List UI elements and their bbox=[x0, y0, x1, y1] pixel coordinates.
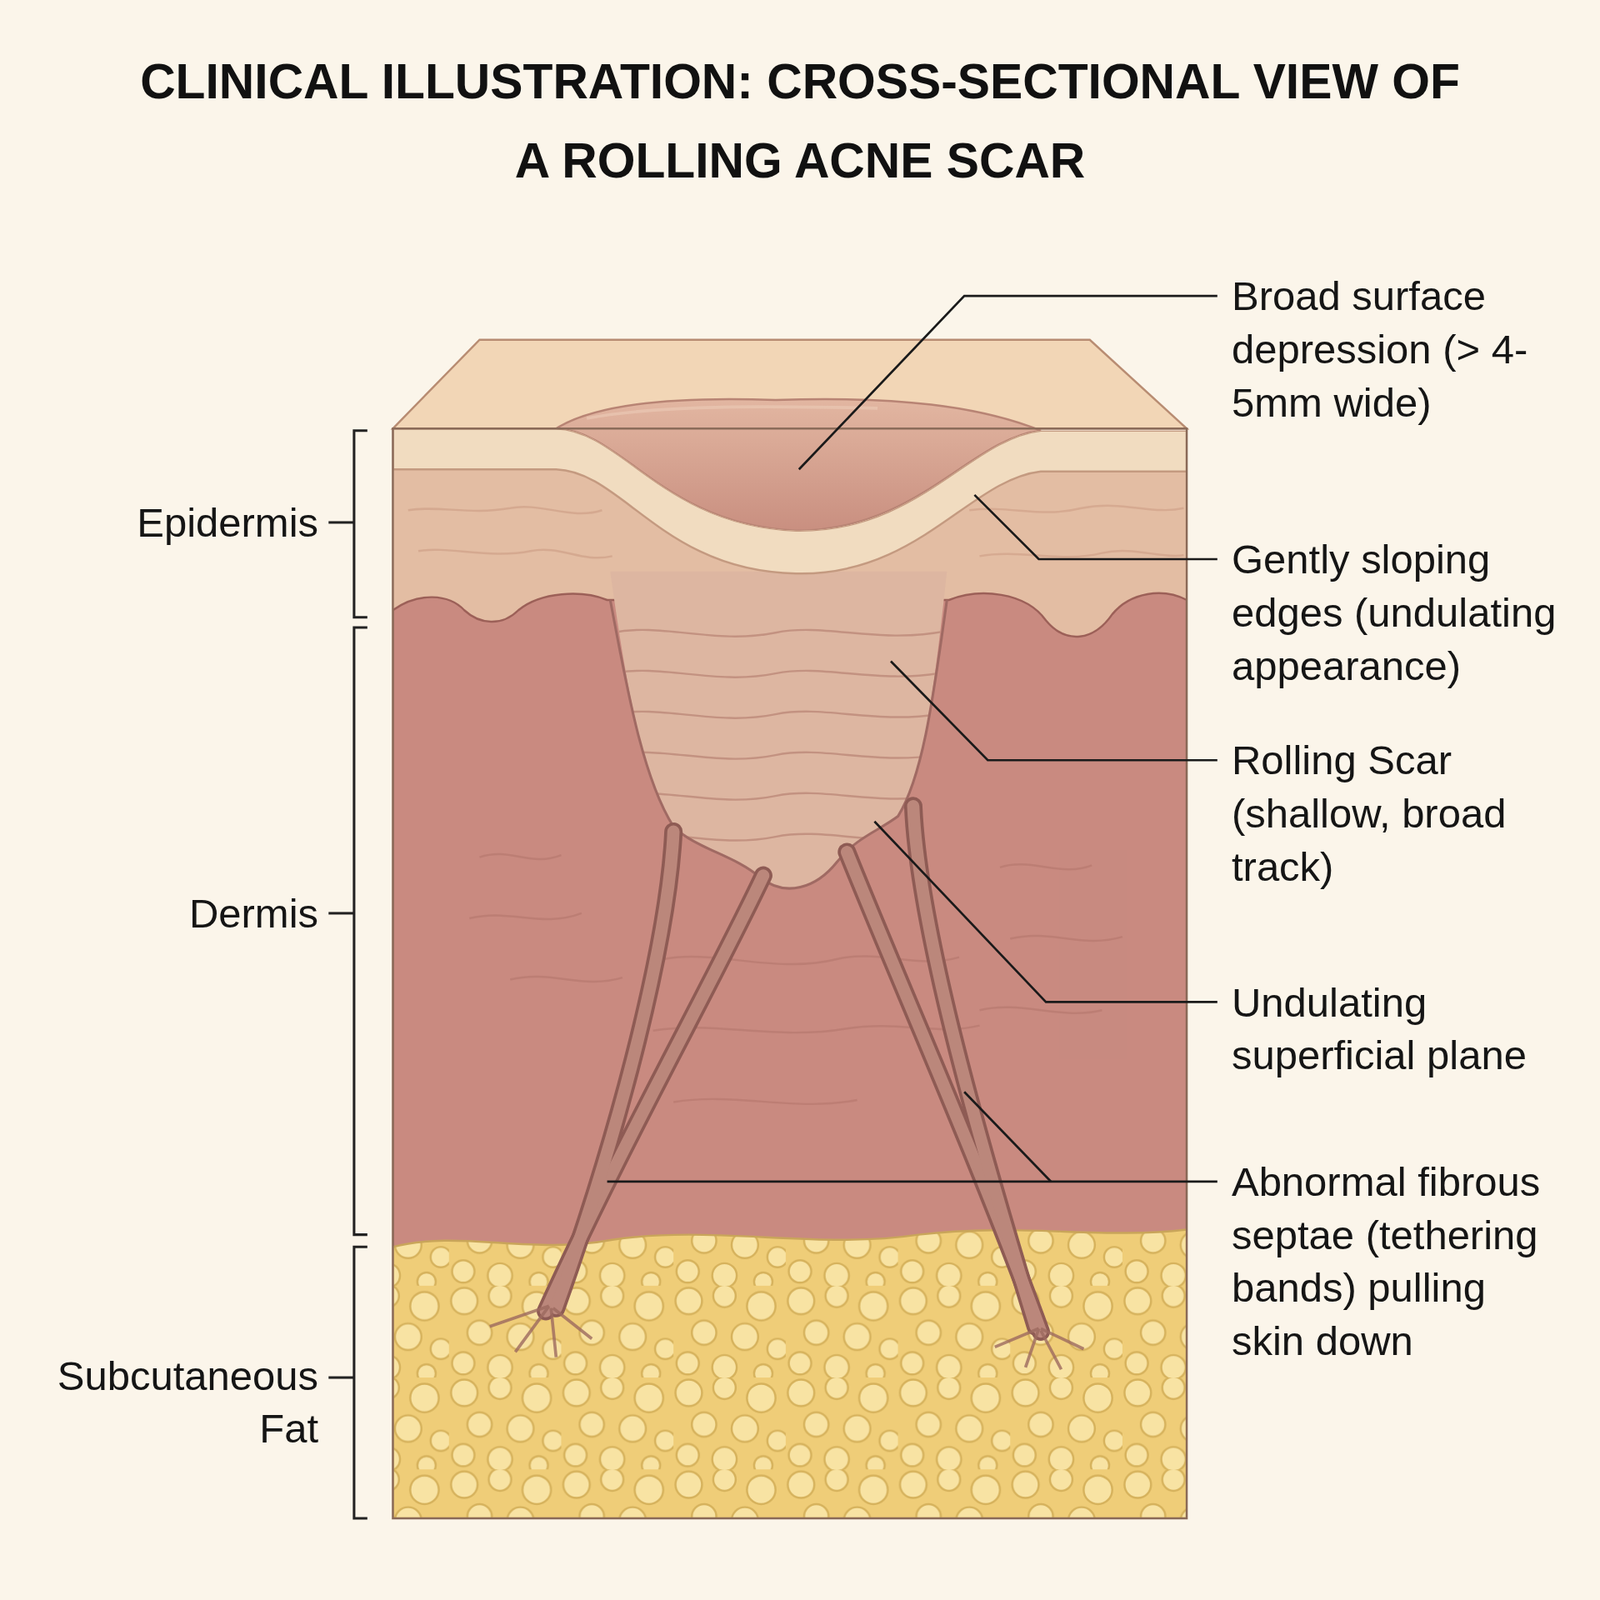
epidermis-texture bbox=[980, 550, 1185, 557]
callout-label: Broad surface depression (> 4-5mm wide) bbox=[1231, 269, 1569, 429]
leader-line bbox=[890, 660, 1218, 760]
bracket-tick bbox=[328, 520, 355, 524]
bracket-tick bbox=[328, 911, 355, 915]
bracket-tick bbox=[328, 1376, 355, 1380]
layer-bracket bbox=[354, 627, 368, 1235]
layer-label: Dermis bbox=[20, 886, 319, 940]
dermis-texture bbox=[480, 854, 562, 860]
septum-insertion bbox=[515, 1305, 549, 1352]
callout-label: Abnormal fibrous septae (tethering bands… bbox=[1231, 1155, 1551, 1368]
dermis-texture bbox=[663, 955, 960, 965]
leader-line bbox=[974, 495, 1217, 560]
septum-insertion bbox=[553, 1308, 593, 1340]
scar-tissue bbox=[610, 571, 947, 889]
fat-layer bbox=[392, 1230, 1187, 1520]
epidermis-texture bbox=[418, 550, 613, 559]
layer-bracket bbox=[354, 430, 368, 618]
callout-label: Rolling Scar (shallow, broad track) bbox=[1231, 733, 1559, 893]
epidermis-texture bbox=[408, 506, 603, 514]
septum-insertion bbox=[1040, 1328, 1084, 1349]
stratum-corneum bbox=[392, 428, 1187, 574]
depression-rim bbox=[586, 406, 878, 419]
leader-line bbox=[874, 821, 1217, 1003]
dermis-texture bbox=[469, 913, 582, 920]
callout-label: Undulating superficial plane bbox=[1231, 975, 1574, 1082]
fibrous-septum-core bbox=[555, 831, 674, 1309]
diagram-title: CLINICAL ILLUSTRATION: CROSS-SECTIONAL V… bbox=[136, 41, 1464, 201]
leader-line bbox=[964, 1091, 1051, 1182]
dermis-texture bbox=[1000, 864, 1092, 870]
scar-texture bbox=[612, 711, 950, 719]
leader-line bbox=[799, 295, 1218, 470]
scar-texture bbox=[612, 630, 950, 637]
fibrous-septum-core bbox=[913, 805, 1036, 1326]
septum-insertion bbox=[1025, 1328, 1040, 1368]
scar-texture bbox=[612, 793, 950, 800]
scar-texture bbox=[612, 752, 950, 760]
dermis-texture bbox=[980, 1007, 1103, 1014]
scar-texture bbox=[612, 834, 950, 841]
scar-texture bbox=[612, 670, 950, 678]
block-outline bbox=[392, 428, 1187, 1519]
leader-line bbox=[607, 1180, 1218, 1184]
fibrous-septum bbox=[555, 831, 674, 1309]
epidermis-texture bbox=[969, 505, 1184, 513]
layer-label: Subcutaneous Fat bbox=[32, 1349, 319, 1455]
layer-bracket bbox=[354, 1246, 368, 1519]
dermis-texture bbox=[510, 976, 623, 982]
dermis-texture bbox=[1010, 935, 1123, 941]
septum-insertion bbox=[550, 1308, 556, 1358]
dermis-texture bbox=[673, 1099, 857, 1105]
layer-label: Epidermis bbox=[20, 495, 319, 550]
callout-label: Gently sloping edges (undulating appeara… bbox=[1231, 532, 1595, 692]
